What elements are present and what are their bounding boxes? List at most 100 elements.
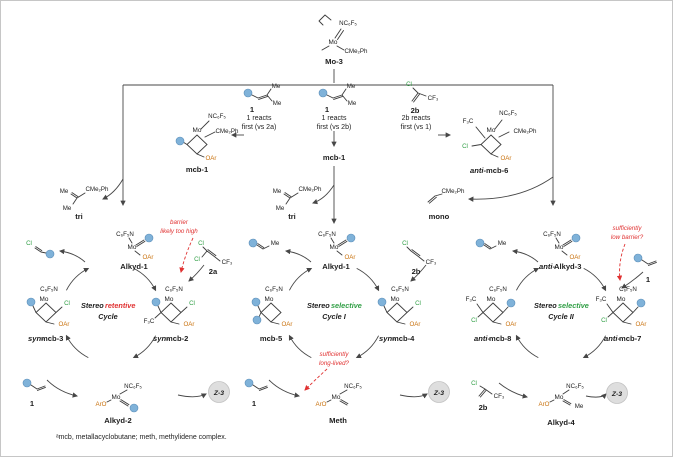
cycle-arrows-center: [268, 248, 428, 399]
alkyd1-name: Alkyd-1: [120, 262, 148, 271]
mcb8-aryloxide: OAr: [505, 321, 516, 328]
substituent-dot: [571, 233, 581, 243]
reagent2bc-cl: Cl: [402, 240, 408, 247]
tri-c-me-top: Me: [273, 188, 282, 195]
reagent2br-cl: Cl: [471, 380, 477, 387]
mcb8-cl: Cl: [471, 317, 477, 324]
mo3-alkyl-label: CMe₂Ph: [344, 48, 368, 55]
warning-center: sufficiently long-lived?: [319, 351, 349, 367]
mcb1-metal: Mo: [193, 127, 202, 134]
reagent1-left-number: 1: [30, 399, 35, 408]
mcb2-aryloxide: OAr: [183, 321, 194, 328]
substituent-dot: [506, 298, 516, 308]
mcb7-f3c: F₃C: [596, 296, 607, 303]
mo3-metal-label: Mo: [329, 39, 338, 46]
substituent-dot: [248, 238, 258, 248]
mcb8-name: mcb-8: [489, 334, 511, 343]
reagent2br-cf3: CF₃: [494, 393, 505, 400]
warning-center-line2: long-lived?: [319, 360, 349, 367]
branch-center-text2: first (vs 2b): [317, 124, 352, 131]
species-anti-mcb8: C₆F₅N Mo F₃C Cl OAr anti- mcb-8: [466, 286, 517, 343]
mcb2-f3c: F₃C: [144, 318, 155, 325]
z3-circle: [606, 382, 628, 404]
species-anti-alkyd3: C₆F₅N Mo OAr anti- Alkyd-3: [539, 231, 581, 271]
z3-product-badge-center: Z-3: [428, 381, 450, 403]
mcb7-aryloxide: OAr: [635, 321, 646, 328]
branch-connectors: [102, 69, 556, 225]
species-alkyd2: NC₆F₅ Mo ArO Alkyd-2: [95, 383, 142, 425]
alkyd3-name: Alkyd-3: [554, 262, 581, 271]
alkyd1c-metal: Mo: [330, 244, 339, 251]
cycle-center-title-part2: selective: [331, 301, 362, 310]
cycle-arrows-left: [46, 237, 207, 399]
mcb2-name-prefix: syn-: [153, 334, 169, 343]
branch-center-text1: 1 reacts: [322, 115, 347, 122]
precatalyst-mo3: NC₆F₅ Mo CMe₂Ph Mo-3: [318, 14, 368, 66]
cycle-right-title-part2: selective: [558, 301, 589, 310]
product-mono: CMe₂Ph mono: [427, 188, 465, 221]
byproduct-center-top: Me: [248, 238, 280, 250]
cycle-left-title-line2: Cycle: [98, 312, 117, 321]
reagent-2b-center: Cl CF₃ 2b: [402, 240, 437, 276]
species-alkyd4: NC₆F₅ Mo ArO Me Alkyd-4: [538, 383, 584, 427]
species-mcb5: C₆F₅N Mo OAr mcb-5: [251, 286, 293, 343]
alkyd1c-name: Alkyd-1: [322, 262, 350, 271]
mcb4-name-prefix: syn-: [379, 334, 395, 343]
mo3-name: Mo-3: [325, 57, 343, 66]
reagent2a-cl2: Cl: [194, 256, 200, 263]
alkyd3-imido: C₆F₅N: [543, 231, 561, 238]
warning-left-line1: barrier: [170, 219, 189, 226]
mcb6-alkyl: CMe₂Ph: [513, 128, 537, 135]
alkyd4-me: Me: [575, 403, 584, 410]
cycle-arrows-right: [498, 243, 644, 400]
cycle-left-title-part1: Stereo: [81, 301, 104, 310]
branch-center-reagent-1: Me Me 1 1 reacts first (vs 2b) mcb-1: [317, 83, 357, 162]
alkyd2-imido: NC₆F₅: [124, 383, 142, 390]
reagent1c-number: 1: [325, 105, 330, 114]
substituent-dot: [175, 136, 185, 146]
substituent-dot: [243, 88, 253, 98]
alkyd4-metal: Mo: [555, 394, 564, 401]
branch-left-text1: 1 reacts: [247, 115, 272, 122]
warning-right-line1: sufficiently: [613, 225, 643, 232]
mcb4-metal: Mo: [391, 296, 400, 303]
tri-c-name: tri: [288, 212, 296, 221]
footnote: ᵃmcb, metallacyclobutane; meth, methylid…: [56, 434, 227, 441]
byproduct-left-cl: Cl: [26, 240, 32, 247]
byproduct-center-me: Me: [271, 240, 280, 247]
cycle-right-title-line2: Cycle II: [548, 312, 575, 321]
alkyd4-aryloxide: ArO: [538, 401, 549, 408]
species-syn-mcb4: C₆F₅N Mo Cl OAr syn- mcb-4: [377, 286, 421, 343]
branch-left-text2: first (vs 2a): [242, 124, 277, 131]
mcb8-metal: Mo: [487, 296, 496, 303]
alkyd2-metal: Mo: [112, 394, 121, 401]
substituent-dot: [26, 297, 36, 307]
reagent1-me-top: Me: [272, 83, 281, 90]
reagent2b-cl: Cl: [406, 81, 412, 88]
mcb2-metal: Mo: [165, 296, 174, 303]
mcb6-cl: Cl: [462, 143, 468, 150]
cycle-right-title-part1: Stereo: [534, 301, 557, 310]
branch-left-reagent-1: Me Me 1 1 reacts first (vs 2a): [242, 83, 282, 131]
reagent2b-number: 2b: [411, 106, 420, 115]
mo3-imido-label: NC₆F₅: [339, 20, 357, 27]
species-meth: NC₆F₅ Mo ArO Meth: [315, 383, 362, 425]
mcb7-cl: Cl: [601, 317, 607, 324]
z3-product-badge-left: Z-3: [208, 381, 230, 403]
mcb2-name: mcb-2: [166, 334, 188, 343]
warning-left: barrier likely too high: [160, 219, 198, 235]
reagent-1-left-bottom: 1: [22, 378, 46, 408]
species-anti-mcb7: C₆F₅N Mo F₃C Cl OAr anti- mcb-7: [596, 286, 647, 343]
alkyd1c-aryloxide: OAr: [344, 254, 355, 261]
cycle-center-title: Stereo selective Cycle I: [307, 301, 362, 321]
substituent-dot: [377, 297, 387, 307]
alkyd3-metal: Mo: [555, 244, 564, 251]
mcb4-cl: Cl: [415, 300, 421, 307]
mcb4-imido: C₆F₅N: [391, 286, 409, 293]
reagent-1-center-bottom: 1: [244, 378, 268, 408]
branch-right-text2: first (vs 1): [401, 124, 432, 131]
reagent-1-right: 1: [633, 253, 657, 284]
tri-me-top: Me: [60, 188, 69, 195]
mcb3-name: mcb-3: [41, 334, 63, 343]
